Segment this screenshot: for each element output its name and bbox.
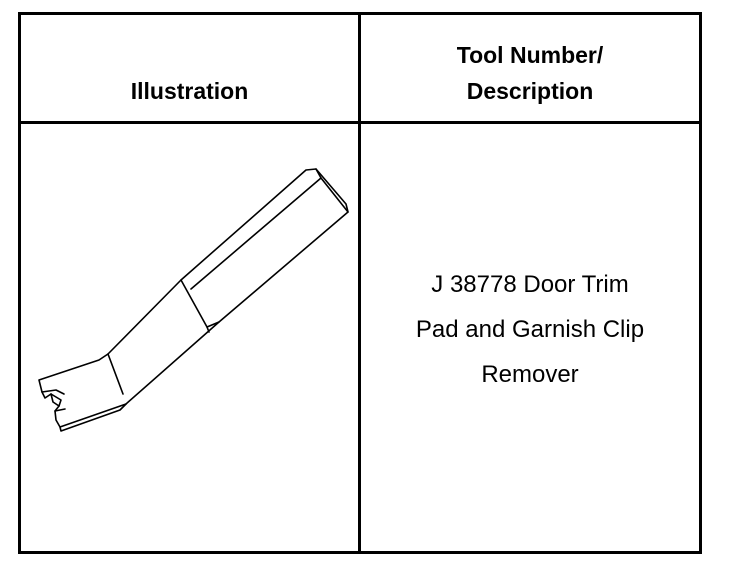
trim-clip-remover-tool-icon: [38, 168, 349, 432]
header-tool-line-1: Tool Number/: [456, 42, 604, 68]
table-divider-header: [18, 121, 702, 124]
header-tool-description: Tool Number/ Description: [361, 15, 699, 121]
table-border-left: [18, 12, 21, 554]
table-border-right: [699, 12, 702, 554]
illustration-cell: [21, 124, 358, 551]
tool-table: Illustration Tool Number/ Description: [18, 12, 702, 554]
table-border-top: [18, 12, 702, 15]
table-border-bottom: [18, 551, 702, 554]
header-tool-label: Tool Number/ Description: [457, 37, 604, 109]
tool-description-line-3: Remover: [481, 361, 579, 388]
tool-description-line-1: J 38778 Door Trim: [431, 271, 629, 298]
table-divider-column: [358, 12, 361, 554]
tool-description-line-2: Pad and Garnish Clip: [415, 316, 645, 343]
tool-description: J 38778 Door Trim Pad and Garnish Clip R…: [416, 262, 644, 397]
header-illustration: Illustration: [21, 15, 358, 121]
description-cell: J 38778 Door Trim Pad and Garnish Clip R…: [361, 124, 699, 551]
header-illustration-label: Illustration: [130, 78, 249, 104]
header-tool-line-2: Description: [466, 78, 594, 104]
